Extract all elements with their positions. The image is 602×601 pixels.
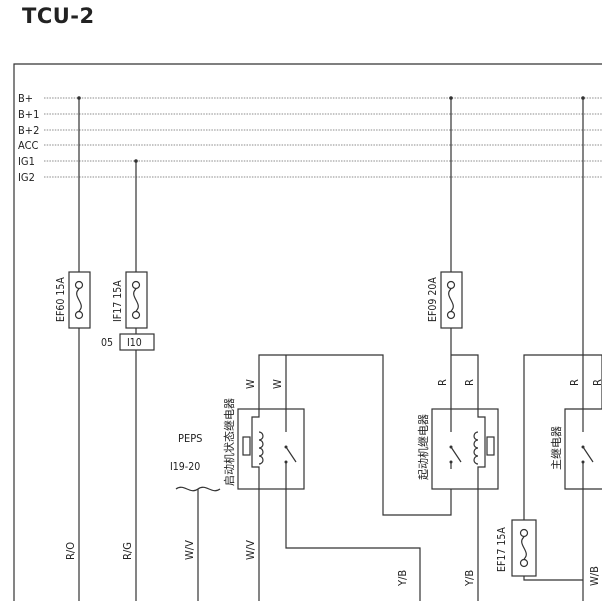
diagram-frame	[13, 63, 602, 601]
junction-dots	[77, 96, 585, 163]
relay-label-middle: 起动机继电器	[416, 414, 430, 480]
bus-label-b-plus-2: B+2	[18, 124, 39, 137]
relay-label-left: 启动机状态继电器	[222, 398, 236, 486]
peps-label: PEPS	[178, 432, 202, 445]
relay-middle	[431, 408, 499, 490]
wire-color-wb: W/B	[588, 566, 601, 586]
connector-i10-id: I10	[127, 337, 142, 349]
wire-color-wv-2: W/V	[244, 540, 257, 560]
wire-color-wv-1: W/V	[183, 540, 196, 560]
fuse-ef09	[440, 271, 463, 329]
relay-label-right: 主继电器	[550, 426, 563, 470]
page-title: TCU-2	[22, 4, 95, 28]
fuse-label-ef09: EF09 20A	[427, 277, 439, 322]
bus-label-ig1: IG1	[18, 155, 35, 168]
fuse-label-ef17: EF17 15A	[496, 527, 508, 572]
peps-pin: I19-20	[170, 461, 200, 473]
wire-ef17-loop	[523, 354, 602, 581]
wire-color-rg: R/G	[121, 542, 134, 560]
wire-w-loop	[258, 354, 452, 516]
wire-color-r-3: R	[568, 379, 581, 386]
bus-label-ig2: IG2	[18, 171, 35, 184]
bus-label-acc: ACC	[18, 139, 38, 152]
wire-color-yb-1: Y/B	[396, 570, 409, 587]
fuse-label-ef60: EF60 15A	[55, 277, 67, 322]
wire-color-yb-2: Y/B	[463, 570, 476, 587]
wire-ef09-split	[450, 328, 479, 409]
wire-color-r-1: R	[436, 379, 449, 386]
relay-left	[237, 408, 305, 490]
fuse-if17	[125, 271, 148, 329]
wire-color-w-1: W	[244, 379, 257, 389]
bus-label-b-plus-1: B+1	[18, 108, 39, 121]
bus-labels: B+ B+1 B+2 ACC IG1 IG2	[18, 92, 39, 184]
bus-label-b-plus: B+	[18, 92, 33, 105]
fuse-ef60	[68, 271, 91, 329]
connector-pin: 05	[101, 337, 113, 349]
wire-color-r-2: R	[463, 379, 476, 386]
wire-yb-1	[285, 489, 421, 601]
fuse-ef17	[511, 519, 537, 577]
connector-i10	[119, 333, 155, 351]
wire-color-w-2: W	[271, 379, 284, 389]
relay-right	[564, 408, 602, 490]
wire-color-r-4: R	[591, 379, 602, 386]
fuse-label-if17: IF17 15A	[112, 280, 124, 322]
wire-color-ro: R/O	[64, 542, 77, 560]
bus-lines	[44, 97, 602, 178]
